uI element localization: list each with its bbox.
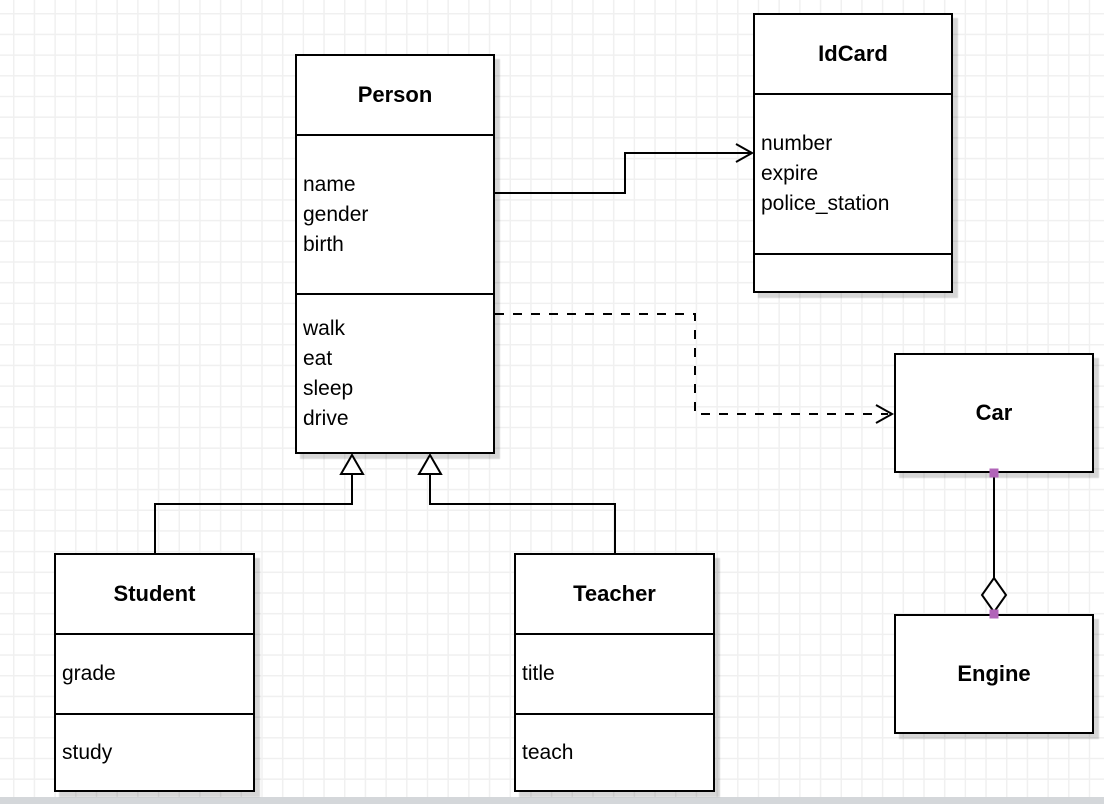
class-teacher[interactable]: Teacher title teach [514, 553, 715, 792]
page-boundary-strip [0, 797, 1104, 804]
attribute-item: grade [62, 662, 116, 685]
method-item: walk [303, 316, 346, 340]
class-engine-title: Engine [957, 661, 1031, 686]
method-item: teach [522, 740, 574, 764]
open-arrowhead-icon [735, 143, 755, 163]
class-idcard-title: IdCard [818, 41, 888, 66]
class-idcard-methods-empty [755, 253, 951, 291]
class-person-attributes: name gender birth [297, 134, 493, 293]
class-teacher-methods: teach [516, 713, 713, 790]
class-student-attributes: grade [56, 633, 253, 713]
class-idcard[interactable]: IdCard number expire police_station [753, 13, 953, 293]
class-student-title: Student [113, 581, 196, 606]
hollow-triangle-icon [417, 453, 443, 475]
class-car-title: Car [975, 400, 1013, 425]
edge-aggregation-car-engine[interactable] [980, 468, 1008, 619]
attribute-item: title [522, 662, 555, 685]
attribute-item: gender [303, 202, 369, 226]
edge-generalization-teacher-person[interactable] [417, 453, 616, 553]
class-student[interactable]: Student grade study [54, 553, 255, 792]
attribute-item: number [761, 132, 833, 155]
edge-association-person-idcard[interactable] [495, 143, 755, 194]
edge-generalization-student-person[interactable] [154, 453, 365, 553]
attribute-item: expire [761, 162, 819, 185]
edge-dependency-person-car[interactable] [495, 313, 895, 424]
hollow-diamond-icon [980, 576, 1008, 614]
class-student-methods: study [56, 713, 253, 790]
hollow-triangle-icon [339, 453, 365, 475]
class-person-title: Person [357, 82, 433, 107]
class-teacher-title: Teacher [573, 581, 656, 606]
attribute-item: police_station [761, 192, 890, 215]
method-item: sleep [303, 376, 354, 400]
class-person-methods: walk eat sleep drive [297, 293, 493, 452]
method-item: drive [303, 406, 349, 430]
class-idcard-attributes: number expire police_station [755, 93, 951, 253]
class-person[interactable]: Person name gender birth walk eat sleep … [295, 54, 495, 454]
attribute-item: name [303, 172, 356, 196]
attribute-item: birth [303, 232, 344, 256]
method-item: study [62, 740, 113, 764]
class-engine[interactable]: Engine [894, 614, 1094, 734]
class-teacher-attributes: title [516, 633, 713, 713]
class-car[interactable]: Car [894, 353, 1094, 473]
open-arrowhead-icon [875, 404, 895, 424]
method-item: eat [303, 346, 333, 370]
